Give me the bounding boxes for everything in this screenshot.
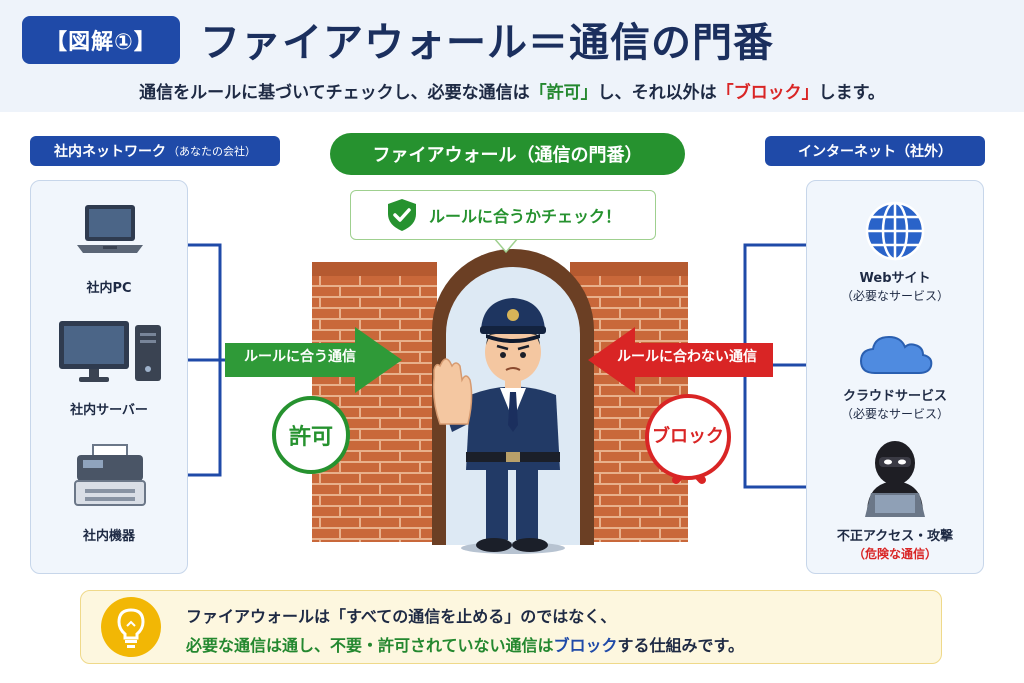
device-label-equipment: 社内機器 (82, 529, 135, 544)
internet-item-sub-cloud: （必要なサービス） (840, 407, 949, 421)
figure-badge: 【図解①】 (22, 16, 180, 64)
subtitle-block: 「ブロック」 (716, 83, 819, 103)
block-arrow-label: ルールに合わない通信 (617, 349, 757, 365)
printer-icon (74, 444, 146, 506)
subtitle-part-5: します。 (818, 83, 885, 103)
internet-item-label-web: Webサイト (859, 271, 931, 286)
internet-item-label-attack: 不正アクセス・攻撃 (836, 529, 954, 544)
desktop-server-icon (59, 321, 161, 382)
internal-network-label: 社内ネットワーク（あなたの会社） (30, 136, 280, 166)
internet-label: インターネット（社外） (765, 136, 985, 166)
firewall-label: ファイアウォール（通信の門番） (330, 133, 685, 175)
allow-verdict: 許可 (272, 396, 350, 474)
subtitle-allow: 「許可」 (529, 83, 598, 103)
internet-panel: Webサイト （必要なサービス） クラウドサービス （必要なサービス） 不正アク… (806, 180, 984, 574)
summary-note-box (80, 590, 942, 664)
summary-note-line-2: 必要な通信は通し、不要・許可されていない通信はブロックする仕組みです。 (186, 632, 744, 656)
allow-arrow-label: ルールに合う通信 (244, 349, 356, 365)
internal-connector-lines (188, 243, 230, 477)
device-label-pc: 社内PC (86, 281, 132, 296)
hacker-icon (865, 441, 925, 517)
allow-arrow (225, 327, 402, 393)
shield-check-icon (387, 199, 416, 231)
summary-note-line-1: ファイアウォールは「すべての通信を止める」のではなく、 (186, 607, 617, 626)
globe-icon (865, 201, 925, 261)
internet-item-label-cloud: クラウドサービス (842, 389, 947, 404)
subtitle-part-3: し、それ以外は (597, 83, 717, 103)
summary-note-part-3: する仕組みです。 (617, 636, 744, 655)
summary-note-part-1: 必要な通信は通し、不要・許可されていない通信は (186, 636, 554, 655)
cloud-icon (859, 335, 933, 374)
device-label-server: 社内サーバー (70, 403, 148, 418)
check-speech-bubble: ルールに合うかチェック！ (350, 190, 656, 240)
main-title: ファイアウォール＝通信の門番 (200, 20, 774, 66)
internal-network-title: 社内ネットワーク (54, 144, 166, 160)
lightbulb-icon (101, 597, 161, 657)
block-arrow (588, 327, 773, 393)
subtitle: 通信をルールに基づいてチェックし、必要な通信は「許可」し、それ以外は「ブロック」… (0, 78, 1024, 103)
internal-network-note: （あなたの会社） (168, 145, 256, 158)
internal-network-panel: 社内PC 社内サーバー 社内機器 (30, 180, 188, 574)
internet-item-sub-attack: （危険な通信） (852, 547, 937, 561)
check-text: ルールに合うかチェック！ (428, 207, 621, 226)
security-guard (432, 298, 565, 554)
summary-note-block-word: ブロック (553, 636, 618, 655)
internet-item-sub-web: （必要なサービス） (840, 289, 949, 303)
laptop-icon (77, 205, 143, 253)
subtitle-part-1: 通信をルールに基づいてチェックし、必要な通信は (139, 83, 530, 103)
block-verdict: ブロック (645, 394, 731, 480)
